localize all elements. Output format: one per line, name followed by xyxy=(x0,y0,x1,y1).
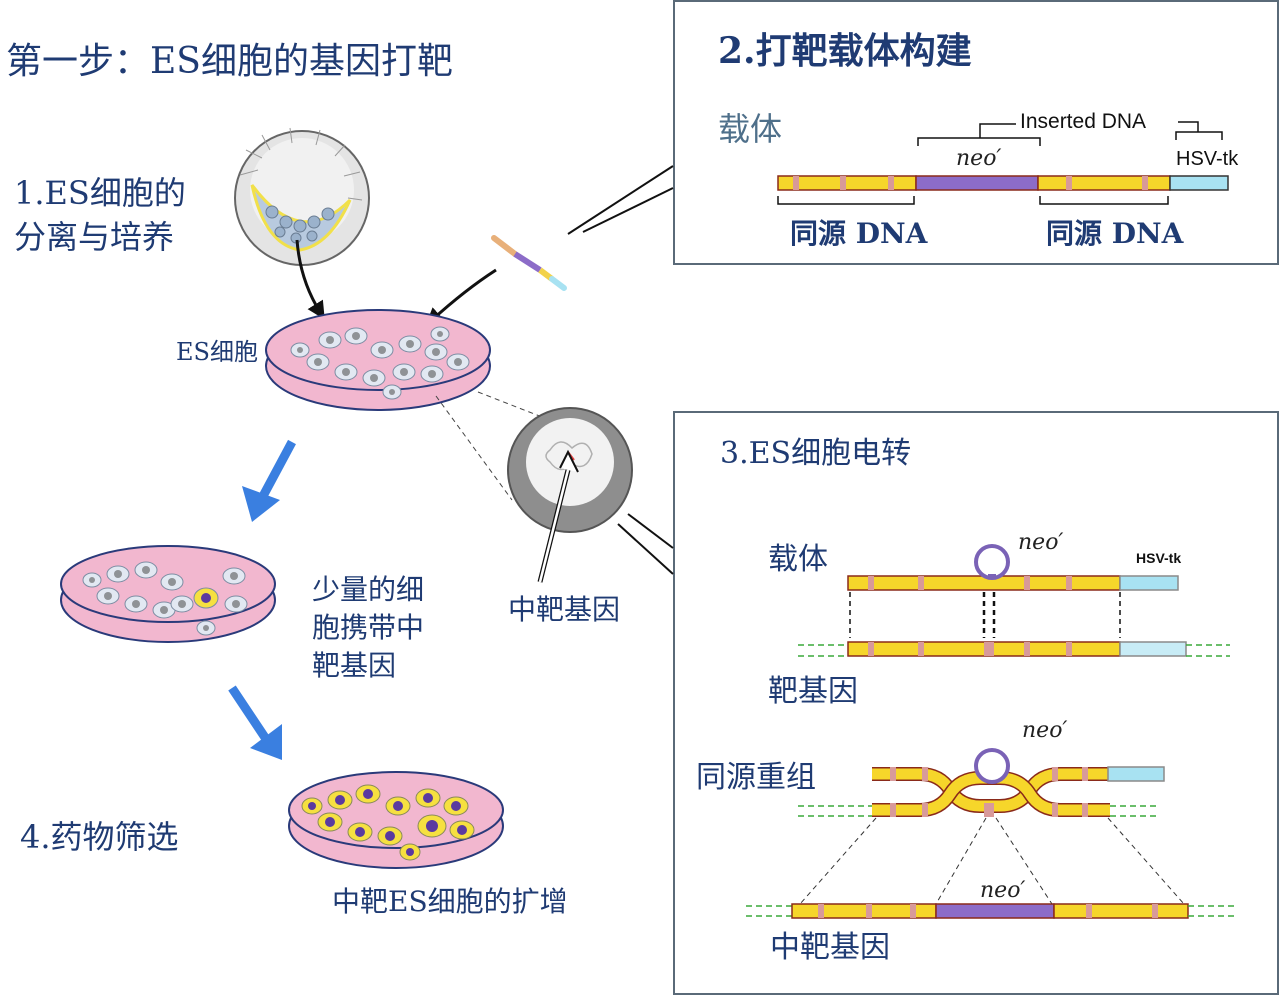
panel3-neo-recomb: neo′ xyxy=(1022,718,1068,743)
few-cells-line2: 胞携带中 xyxy=(312,611,425,644)
few-cells-line1: 少量的细 xyxy=(312,573,425,606)
step4-label: 4.药物筛选 xyxy=(20,818,179,856)
few-cells-line3: 靶基因 xyxy=(312,649,397,682)
panel2-homology-right: 同源 DNA xyxy=(1046,217,1184,250)
dish-few-targeted xyxy=(60,545,276,643)
panel2-vector-label: 载体 xyxy=(718,110,783,148)
panel3-target-gene-label: 靶基因 xyxy=(768,674,858,709)
blastocyst-image xyxy=(234,127,370,266)
panel-electroporation xyxy=(673,411,1279,995)
panel3-vector-label: 载体 xyxy=(768,542,828,577)
panel2-inserted-dna: Inserted DNA xyxy=(1020,110,1147,133)
expansion-caption: 中靶ES细胞的扩增 xyxy=(332,885,568,918)
es-cell-dish xyxy=(265,309,491,411)
panel2-title: 2.打靶载体构建 xyxy=(718,30,972,72)
dish-targeted-expansion xyxy=(288,771,504,869)
blue-arrow-2 xyxy=(228,685,282,760)
panel3-hsv-tk: HSV-tk xyxy=(1136,550,1182,566)
targeted-gene-label: 中靶基因 xyxy=(508,593,621,626)
panel2-hsv-tk: HSV-tk xyxy=(1176,148,1239,170)
blue-arrow-1 xyxy=(242,439,296,522)
panel3-targeted-gene-label: 中靶基因 xyxy=(770,930,890,965)
step1-line1: 1.ES细胞的 xyxy=(14,174,186,212)
panel3-title: 3.ES细胞电转 xyxy=(720,436,912,471)
panel3-targeted-gene xyxy=(746,903,1236,919)
panel3-neo-targeted: neo′ xyxy=(980,878,1026,903)
panel3-vector xyxy=(847,544,1179,638)
panel3-target-gene xyxy=(798,641,1230,657)
panel3-neo: neo′ xyxy=(1018,530,1064,555)
panel2-homology-left: 同源 DNA xyxy=(790,217,928,250)
vector-pipette xyxy=(491,235,567,291)
panel3-homologous-recomb: 同源重组 xyxy=(696,760,816,795)
step1-line2: 分离与培养 xyxy=(14,218,175,256)
panel3-recombination xyxy=(798,748,1185,905)
panel2-neo: neo′ xyxy=(956,146,1002,171)
page-title: 第一步：ES细胞的基因打靶 xyxy=(6,41,453,82)
es-cells-label: ES细胞 xyxy=(176,338,258,366)
vector-construct xyxy=(777,121,1229,205)
